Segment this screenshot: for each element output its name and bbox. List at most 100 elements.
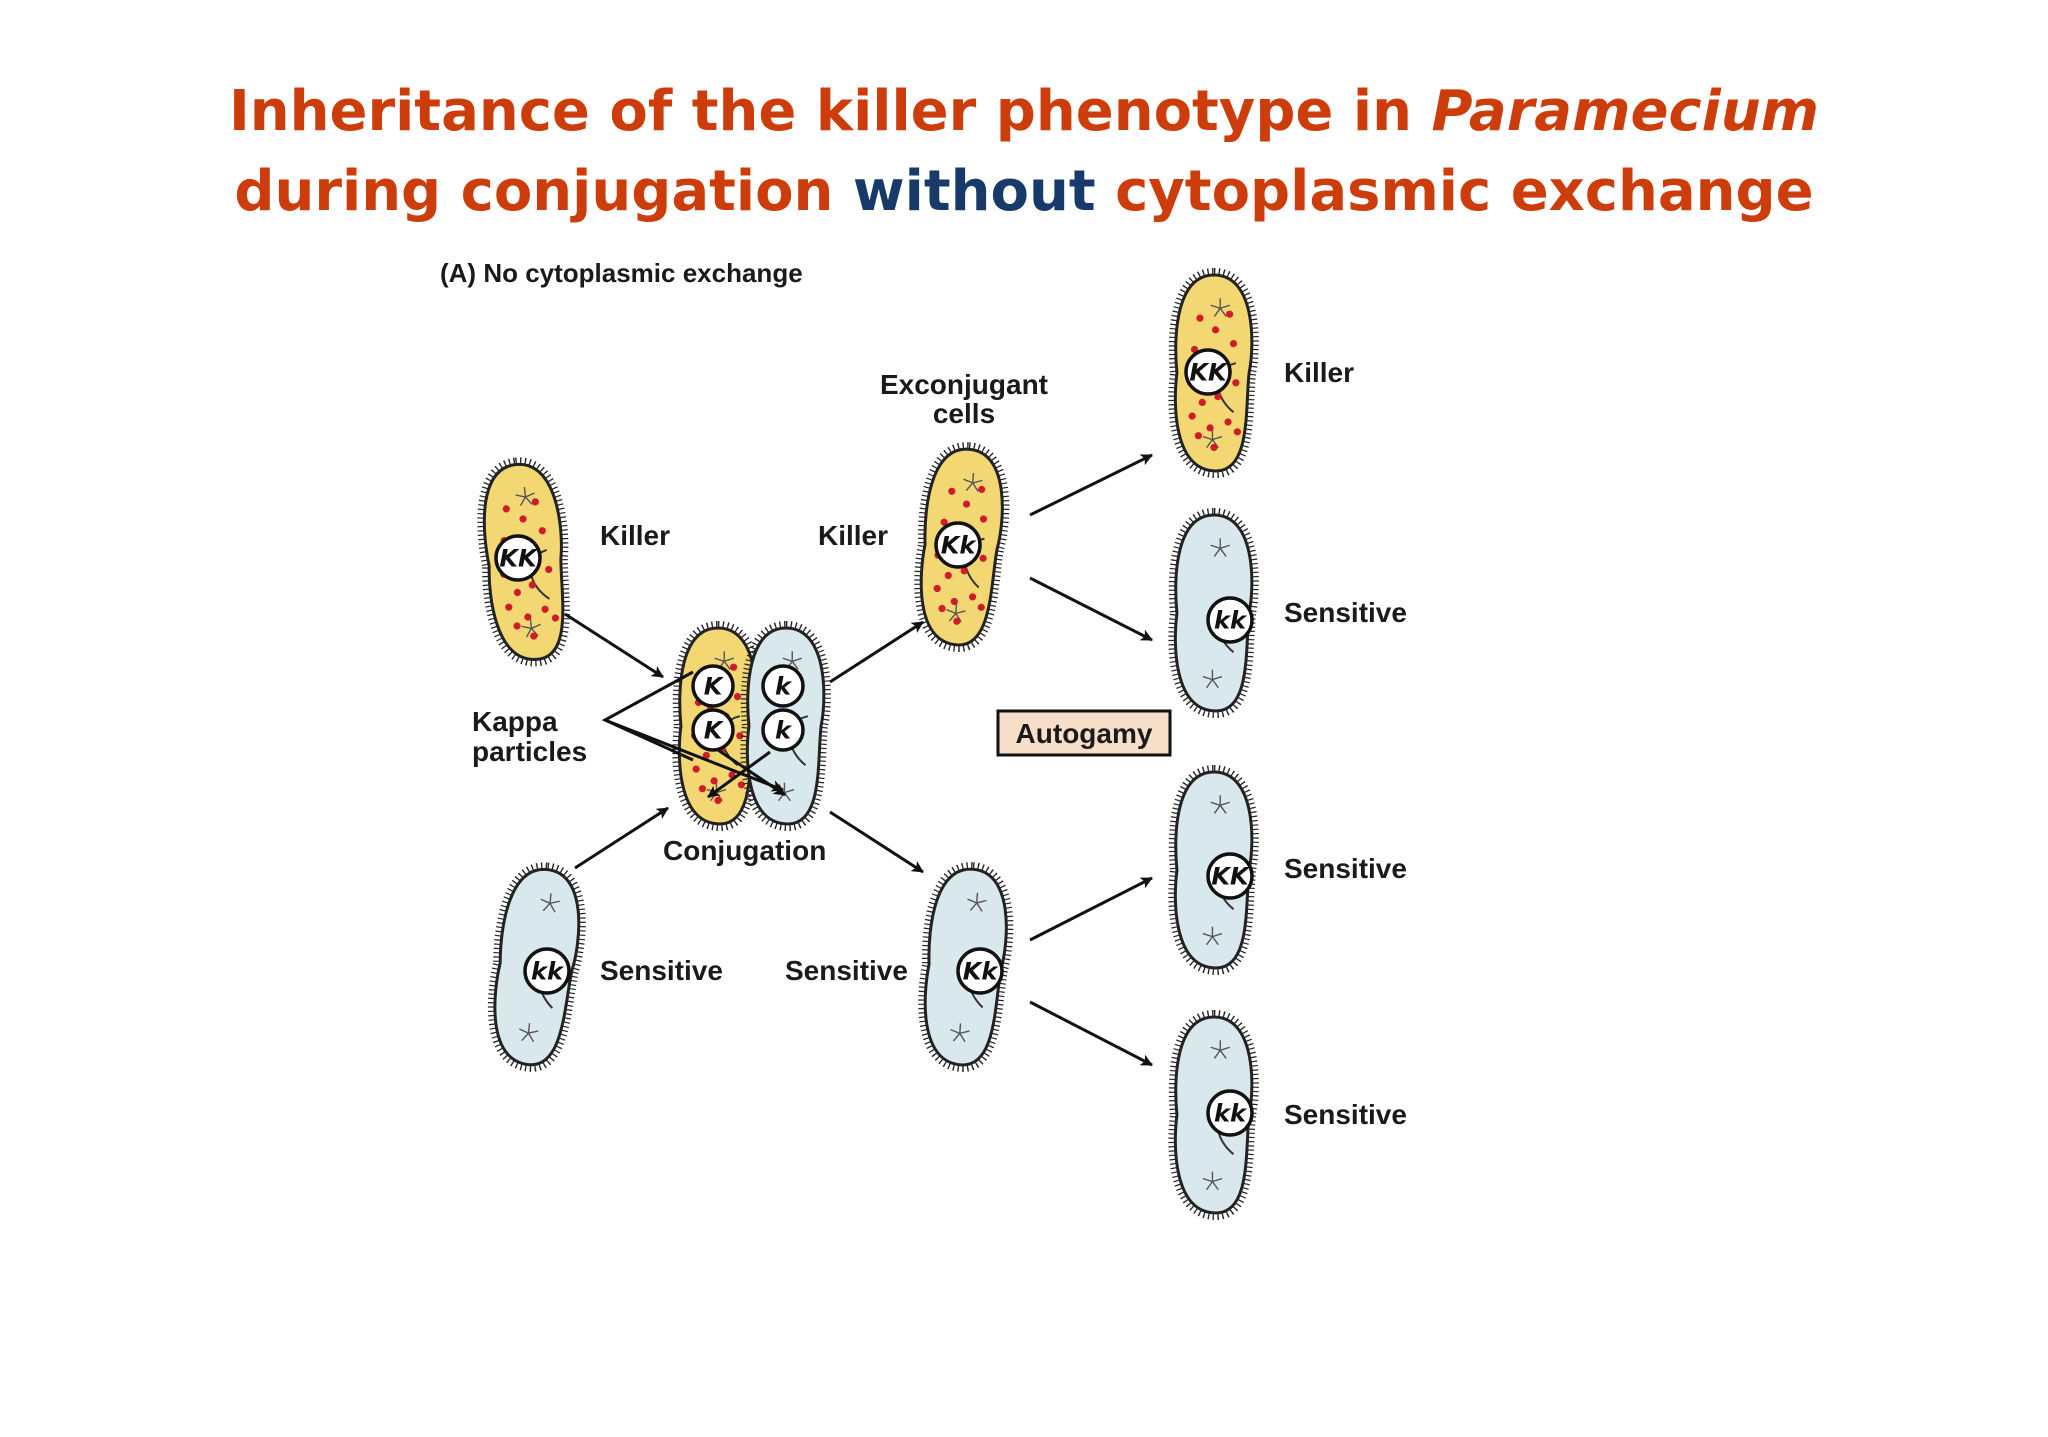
label-progeny-2: Sensitive [1284, 597, 1407, 628]
kappa-particle [948, 487, 956, 495]
title-line-1: Inheritance of the killer phenotype in P… [0, 72, 2048, 152]
kappa-particle [1229, 340, 1238, 348]
kappa-particle [551, 614, 560, 622]
title-line-2: during conjugation without cytoplasmic e… [0, 152, 2048, 232]
kappa-particle [944, 571, 952, 580]
label-exconj-sensitive: Sensitive [785, 955, 908, 986]
arrow-to-progeny-2 [1029, 576, 1153, 642]
kappa-particle [1196, 314, 1204, 322]
label-progeny-4: Sensitive [1284, 1099, 1407, 1130]
kappa-particle [524, 613, 532, 621]
label-exconjugant-cells: cells [933, 398, 995, 429]
title-highlight-word: without [852, 159, 1096, 224]
arrow-conj-to-exconj-killer [829, 620, 924, 684]
kappa-particle [1198, 398, 1206, 406]
kappa-particle [519, 515, 527, 523]
kappa-particle [1206, 424, 1214, 432]
nucleus-progeny-4: kk [1206, 1089, 1254, 1137]
kappa-particle [692, 765, 700, 773]
nucleus-progeny-3: KK [1206, 852, 1254, 900]
arrow-killer-to-conjugation [564, 612, 664, 679]
kappa-particle [950, 597, 958, 606]
kappa-particle [530, 632, 538, 640]
nucleus-conj-left-bottom-label: K [704, 717, 725, 745]
kappa-particle [933, 584, 941, 593]
kappa-particle [538, 527, 546, 535]
kappa-particle [698, 785, 707, 793]
kappa-particle [962, 500, 971, 508]
kappa-particle [1194, 432, 1202, 440]
kappa-particle [1190, 345, 1199, 354]
nucleus-progeny-2-label: kk [1214, 607, 1248, 635]
nucleus-progeny-1: KK [1184, 348, 1232, 396]
kappa-particle [541, 605, 549, 613]
nucleus-progeny-1-label: KK [1189, 359, 1229, 387]
label-kappa: Kappa [472, 706, 558, 737]
nucleus-exchange-arrow-left [707, 750, 771, 799]
nucleus-exconj-sensitive-label: Kk [963, 958, 1000, 986]
label-progeny-1: Killer [1284, 357, 1354, 388]
kappa-particle [513, 622, 521, 630]
nucleus-exconj-killer-label: Kk [941, 532, 978, 560]
arrow-sensitive-to-conjugation [574, 806, 669, 870]
kappa-particle [977, 603, 985, 611]
text-labels: Killer Sensitive Kappa particles Conjuga… [472, 357, 1407, 1130]
title-line-1-text: Inheritance of the killer phenotype in [228, 79, 1432, 144]
label-exconjugant: Exconjugant [880, 369, 1048, 400]
kappa-pointer-arrow [604, 718, 784, 792]
nucleus-conj-right-top-label: k [775, 673, 793, 701]
kappa-particle [979, 554, 987, 562]
nucleus-killer-parent-label: KK [499, 545, 539, 573]
nucleus-killer-parent: KK [494, 534, 542, 582]
kappa-particle [978, 485, 986, 494]
label-autogamy: Autogamy [1016, 718, 1153, 749]
label-particles: particles [472, 736, 587, 767]
kappa-particle [528, 581, 536, 589]
nucleus-progeny-3-label: KK [1211, 863, 1251, 891]
kappa-particle [730, 663, 738, 671]
kappa-particle [545, 565, 553, 574]
kappa-particle [938, 604, 946, 613]
kappa-particle [702, 751, 710, 760]
nucleus-exconj-sensitive: Kk [956, 947, 1004, 995]
label-exconj-killer: Killer [818, 520, 888, 551]
kappa-particle [960, 567, 968, 575]
nucleus-sensitive-parent-label: kk [531, 958, 565, 986]
kappa-particle [531, 498, 539, 506]
title-line-2-pre: during conjugation [234, 159, 853, 224]
label-progeny-3: Sensitive [1284, 853, 1407, 884]
title-italic-genus: Paramecium [1431, 79, 1820, 144]
arrow-to-progeny-4 [1029, 1000, 1153, 1067]
kappa-particle [505, 603, 513, 611]
kappa-particle [513, 588, 522, 597]
kappa-particle [979, 515, 988, 523]
autogamy-box [996, 709, 1172, 757]
kappa-particle [940, 518, 948, 526]
nucleus-conj-right-top: k [761, 664, 805, 708]
kappa-particle [1224, 418, 1232, 426]
title-line-2-post: cytoplasmic exchange [1095, 159, 1814, 224]
nucleus-exconj-killer: Kk [934, 521, 982, 569]
nucleus-conj-left-top-label: K [704, 673, 725, 701]
arrows-layer [564, 453, 1153, 1067]
kappa-particle [1211, 326, 1220, 334]
nucleus-sensitive-parent: kk [523, 947, 571, 995]
kappa-particle [1233, 428, 1241, 436]
arrow-to-progeny-3 [1029, 876, 1153, 942]
label-conjugation: Conjugation [663, 835, 826, 866]
kappa-particle [953, 617, 961, 625]
kappa-particle [502, 505, 510, 513]
nucleus-conj-right-bottom: k [761, 708, 805, 752]
nucleus-progeny-2: kk [1206, 596, 1254, 644]
kappa-particle [733, 693, 742, 701]
nucleus-exchange-arrow-right [717, 748, 786, 797]
kappa-particle [1226, 310, 1234, 318]
kappa-particle [710, 777, 718, 785]
label-killer-parent: Killer [600, 520, 670, 551]
nucleus-progeny-4-label: kk [1214, 1100, 1248, 1128]
kappa-particle [1232, 379, 1240, 387]
kappa-particle [714, 796, 722, 805]
kappa-particle [736, 732, 744, 740]
